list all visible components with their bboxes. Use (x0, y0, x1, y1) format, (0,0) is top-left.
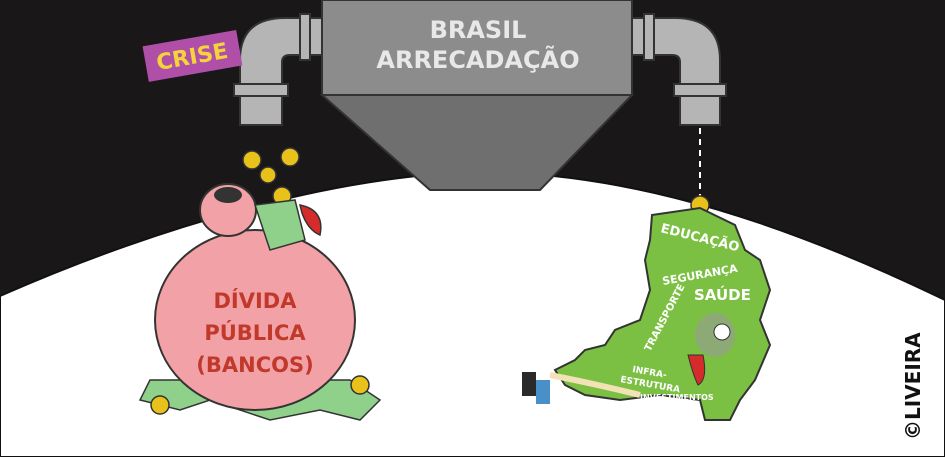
sock (536, 380, 550, 404)
artist-signature: ©LIVEIRA (901, 332, 925, 440)
tax-hopper (319, 0, 635, 191)
left-pipe (233, 13, 323, 126)
hopper-title-line1: BRASIL (430, 16, 527, 44)
shoe (522, 372, 536, 396)
pig-label-line2: PÚBLICA (204, 320, 306, 345)
right-pipe (631, 13, 727, 126)
label-sociais: SOCIAIS (656, 403, 693, 412)
label-saude: SAÚDE (694, 285, 751, 304)
piggy-bank (138, 183, 382, 421)
crise-tag: CRISE (142, 29, 243, 82)
pig-label-line3: (BANCOS) (196, 353, 313, 377)
pig-label-line1: DÍVIDA (214, 288, 298, 313)
hopper-title-line2: ARRECADAÇÃO (376, 45, 579, 74)
label-investimentos: INVESTIMENTOS (640, 393, 714, 402)
brazil-map (522, 206, 772, 421)
